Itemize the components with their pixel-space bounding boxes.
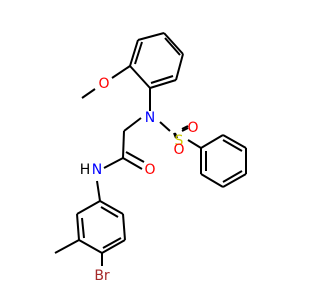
bond xyxy=(76,213,80,241)
bond xyxy=(81,217,85,239)
bond xyxy=(174,132,178,139)
bond xyxy=(181,127,189,132)
atom-hydrogen-amide: H xyxy=(80,162,91,178)
bond xyxy=(122,213,126,241)
bond xyxy=(163,32,184,55)
bond xyxy=(81,88,96,99)
atom-oxygen-carbonyl: O xyxy=(144,162,155,178)
atom-nitrogen-amide: N xyxy=(92,162,102,178)
atom-label-layer: O N S O O O N H Br xyxy=(80,76,199,284)
bond xyxy=(129,39,139,67)
bond xyxy=(76,200,101,215)
bond xyxy=(54,239,80,254)
atom-oxygen-sulfonyl-2: O xyxy=(187,120,198,136)
atom-sulfur: S xyxy=(175,133,184,149)
bond xyxy=(222,170,243,183)
bond xyxy=(96,180,101,202)
bond xyxy=(222,173,247,188)
bond xyxy=(100,206,119,218)
bond xyxy=(103,157,124,169)
bond xyxy=(129,65,151,89)
structure-diagram: O N S O O O N H Br xyxy=(54,32,247,284)
bond xyxy=(175,53,184,81)
molecule-canvas: O N S O O O N H Br xyxy=(54,32,247,284)
bond xyxy=(99,200,124,215)
bond xyxy=(101,239,126,254)
atom-nitrogen-sulfonamide: N xyxy=(145,110,155,126)
bond-layer xyxy=(54,32,247,266)
bond xyxy=(123,117,142,132)
bond xyxy=(187,139,202,149)
bond xyxy=(111,65,131,79)
bond xyxy=(200,173,224,188)
bond xyxy=(134,41,143,65)
atom-bromine: Br xyxy=(94,268,110,284)
bond xyxy=(222,134,247,149)
bond xyxy=(137,32,165,41)
bond xyxy=(200,134,224,149)
bond xyxy=(122,130,125,159)
bond xyxy=(149,79,177,89)
atom-oxygen-sulfonyl-1: O xyxy=(173,142,184,158)
atom-oxygen-methoxy: O xyxy=(98,76,109,92)
bond xyxy=(150,75,174,84)
bond xyxy=(125,151,145,163)
bond xyxy=(164,37,181,56)
bond xyxy=(102,237,122,249)
bond xyxy=(78,239,103,254)
bond xyxy=(181,125,189,130)
bond xyxy=(159,121,171,132)
bond xyxy=(222,139,243,152)
bond xyxy=(122,157,143,170)
